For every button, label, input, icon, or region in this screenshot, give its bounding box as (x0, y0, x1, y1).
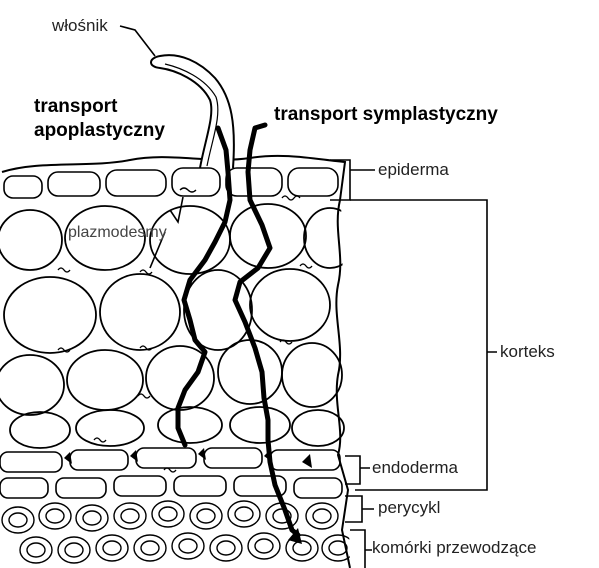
cortex-bracket (350, 200, 497, 490)
pericycle-bracket (345, 496, 374, 522)
label-symplastic: transport symplastyczny (274, 104, 498, 126)
label-cortex: korteks (500, 342, 555, 362)
label-apoplastic-line2: apoplastyczny (34, 120, 165, 142)
cell-tissue (0, 168, 356, 563)
label-apoplastic-line1: transport (34, 96, 117, 118)
label-epidermis: epiderma (378, 160, 449, 180)
label-plasmodesmata: plazmodesmy (68, 224, 167, 242)
apoplastic-path (178, 128, 230, 445)
label-endodermis: endoderma (372, 458, 458, 478)
label-root-hair: włośnik (52, 16, 108, 36)
vascular-bracket (350, 530, 372, 568)
label-pericycle: perycykl (378, 498, 440, 518)
root-hair (151, 55, 234, 168)
label-vascular: komórki przewodzące (372, 538, 536, 558)
endodermis-bracket (345, 456, 370, 484)
epidermis-bracket (330, 160, 375, 200)
